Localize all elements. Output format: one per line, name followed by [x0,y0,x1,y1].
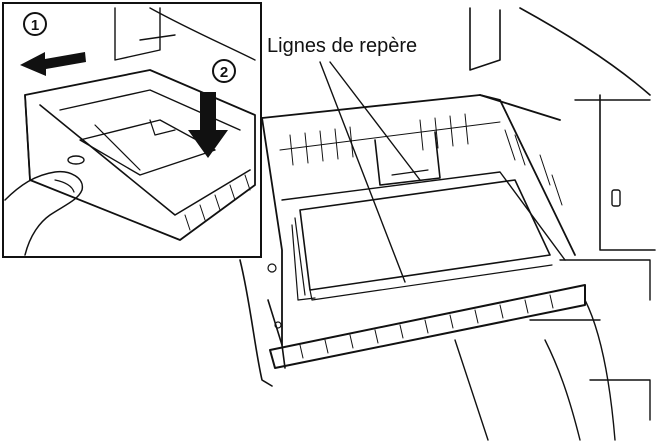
push-down-arrow-icon [188,92,228,158]
paper-stack [294,179,553,301]
leader-line-bottom [454,339,489,441]
hand-icon [4,170,84,256]
pull-arrow-icon [20,52,86,76]
leader-line-right [329,61,421,181]
leader-line-left [319,61,406,283]
paper-drawer [239,94,586,387]
back-wall-ribs [279,113,501,166]
inset-drawer [24,69,256,241]
callout: Lignes de repère [267,35,489,441]
inset-panel: 1 2 [2,2,262,258]
front-panel-ribs [299,294,554,359]
step-2-circle-icon [212,59,236,83]
step-2-label: 2 [220,64,228,81]
step-1-circle-icon [23,12,47,36]
printer-body [469,7,656,441]
main-drawer-view: Lignes de repère [239,7,656,441]
step-1-label: 1 [31,17,39,34]
callout-label: Lignes de repère [267,35,417,57]
